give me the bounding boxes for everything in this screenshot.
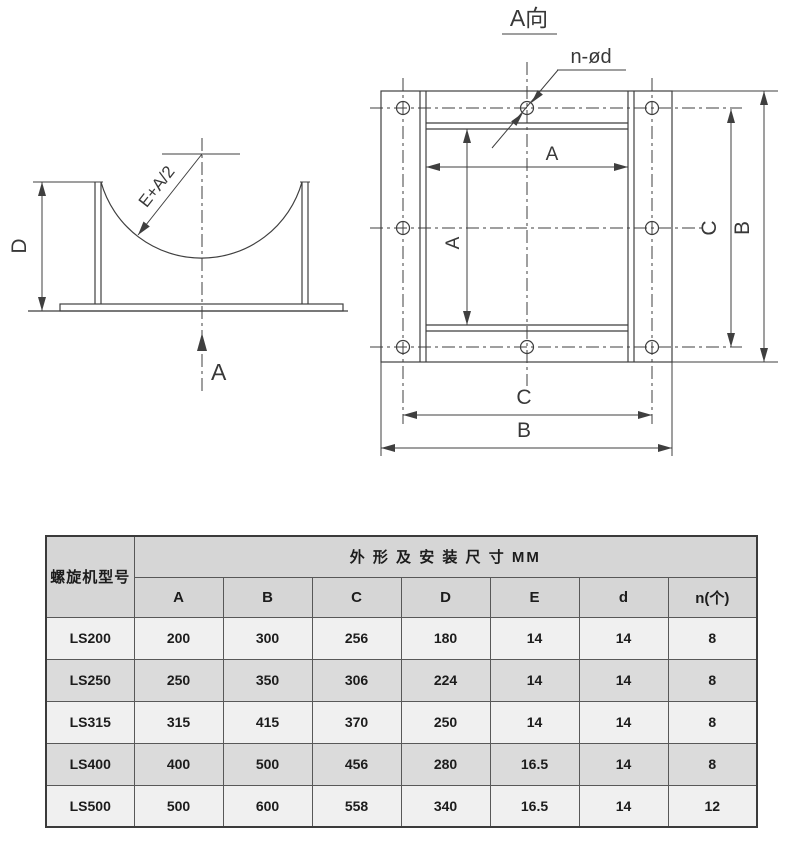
- table-cell: 14: [578, 616, 669, 660]
- column-header-E: E: [489, 576, 580, 618]
- table-cell: 8: [667, 658, 758, 702]
- dimension-C-right-label: C: [698, 220, 721, 235]
- dimension-D-label: D: [8, 238, 31, 253]
- table-cell: 14: [489, 616, 580, 660]
- table-cell: 315: [133, 700, 224, 744]
- column-header-d: d: [578, 576, 669, 618]
- model-cell: LS250: [45, 658, 135, 702]
- front-view-drawing: A向 n-ød: [370, 5, 778, 456]
- dimension-C-bottom: [403, 411, 652, 419]
- model-cell: LS400: [45, 742, 135, 786]
- table-cell: 200: [133, 616, 224, 660]
- table-row-ls250: LS250 250 350 306 224 14 14 8: [45, 658, 758, 702]
- column-header-B: B: [222, 576, 313, 618]
- radius-label: E+A/2: [135, 162, 179, 211]
- table-cell: 224: [400, 658, 491, 702]
- column-header-C: C: [311, 576, 402, 618]
- model-cell: LS500: [45, 784, 135, 828]
- dimension-table: 螺旋机型号 外 形 及 安 装 尺 寸 MM A B C D E d n(个) …: [45, 535, 759, 828]
- radius-leader: [137, 153, 203, 236]
- table-cell: 300: [222, 616, 313, 660]
- dimension-A-horizontal: [426, 163, 628, 171]
- table-header-row-columns: A B C D E d n(个): [46, 576, 758, 618]
- table-cell: 16.5: [489, 742, 580, 786]
- column-header-n: n(个): [667, 576, 758, 618]
- dimension-A-vertical: [463, 129, 471, 325]
- table-cell: 8: [667, 700, 758, 744]
- table-row-ls500: LS500 500 600 558 340 16.5 14 12: [45, 784, 758, 828]
- dimension-D: [33, 181, 95, 311]
- side-view-drawing: D E+A/2 A: [8, 138, 348, 393]
- table-cell: 456: [311, 742, 402, 786]
- table-cell: 8: [667, 616, 758, 660]
- view-title: A向: [510, 5, 548, 31]
- technical-drawings: D E+A/2 A A向 n-ød: [8, 5, 778, 456]
- table-cell: 500: [222, 742, 313, 786]
- table-row-ls200: LS200 200 300 256 180 14 14 8: [45, 616, 758, 660]
- model-cell: LS200: [45, 616, 135, 660]
- view-direction-label: A: [211, 359, 227, 385]
- dimension-C-bottom-label: C: [516, 386, 531, 409]
- table-cell: 180: [400, 616, 491, 660]
- table-cell: 14: [578, 742, 669, 786]
- table-cell: 250: [133, 658, 224, 702]
- column-header-A: A: [133, 576, 224, 618]
- table-cell: 14: [489, 658, 580, 702]
- table-cell: 340: [400, 784, 491, 828]
- dimension-B-right-label: B: [731, 221, 754, 235]
- saddle-arc: [100, 181, 303, 259]
- flange-inner-edges: [419, 91, 635, 362]
- table-cell: 306: [311, 658, 402, 702]
- table-cell: 500: [133, 784, 224, 828]
- extension-lines: [380, 90, 778, 456]
- model-cell: LS315: [45, 700, 135, 744]
- flange-outline: [380, 90, 673, 363]
- table-cell: 415: [222, 700, 313, 744]
- dimension-B-bottom-label: B: [517, 419, 531, 442]
- table-cell: 350: [222, 658, 313, 702]
- table-cell: 370: [311, 700, 402, 744]
- dimension-A-horizontal-label: A: [546, 144, 559, 165]
- table-cell: 14: [578, 700, 669, 744]
- dimension-A-vertical-label: A: [443, 236, 464, 249]
- bolt-holes: [395, 100, 660, 355]
- dimension-B-right: [760, 91, 768, 362]
- front-view-centerlines: [370, 62, 742, 424]
- table-cell: 400: [133, 742, 224, 786]
- table-cell: 280: [400, 742, 491, 786]
- dimensions-group-header: 外 形 及 安 装 尺 寸 MM: [133, 535, 758, 578]
- table-cell: 12: [667, 784, 758, 828]
- table-cell: 256: [311, 616, 402, 660]
- table-header-row-group: 螺旋机型号 外 形 及 安 装 尺 寸 MM: [45, 535, 758, 618]
- table-cell: 14: [578, 784, 669, 828]
- model-column-header: 螺旋机型号: [45, 535, 135, 618]
- table-cell: 14: [489, 700, 580, 744]
- table-row-ls315: LS315 315 415 370 250 14 14 8: [45, 700, 758, 744]
- table-cell: 8: [667, 742, 758, 786]
- holes-callout-leader: [491, 69, 626, 149]
- table-cell: 16.5: [489, 784, 580, 828]
- view-direction-arrow: [197, 333, 207, 351]
- dimension-B-bottom: [381, 444, 672, 452]
- dimension-C-right: [727, 109, 735, 347]
- table-cell: 14: [578, 658, 669, 702]
- table-row-ls400: LS400 400 500 456 280 16.5 14 8: [45, 742, 758, 786]
- table-cell: 600: [222, 784, 313, 828]
- table-cell: 250: [400, 700, 491, 744]
- table-cell: 558: [311, 784, 402, 828]
- holes-callout-label: n-ød: [570, 46, 611, 68]
- column-header-D: D: [400, 576, 491, 618]
